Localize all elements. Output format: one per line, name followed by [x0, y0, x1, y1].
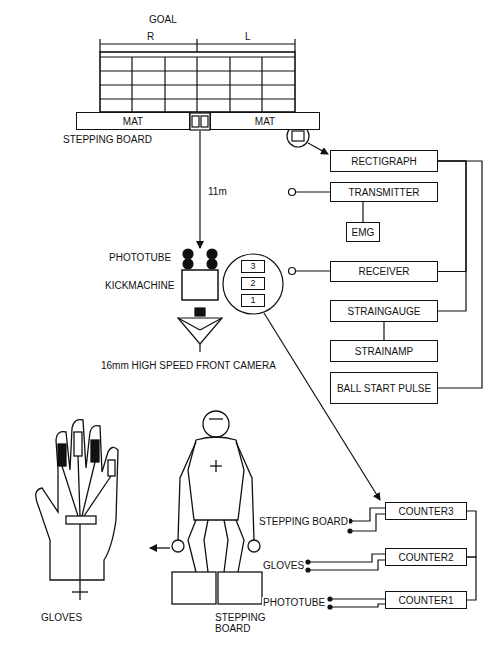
box-text: STRAINAMP	[355, 346, 413, 357]
part-label: STEPPING BOARD	[62, 134, 153, 145]
antenna-terminal	[289, 189, 331, 275]
stepping-board	[190, 113, 210, 130]
straingauge-box: STRAINGAUGE	[330, 300, 438, 322]
box-text: EMG	[352, 227, 375, 238]
goalkeeper-figure	[150, 411, 262, 604]
goal-frame	[100, 52, 295, 112]
box-text: RECTIGRAPH	[351, 156, 417, 167]
counter-digit: 2	[241, 277, 265, 290]
signal-wire	[467, 511, 476, 557]
amplifier-box: STRAINAMP	[330, 340, 438, 362]
kick-machine	[182, 270, 218, 300]
box-text: 2	[250, 279, 255, 289]
mat-box: MAT	[210, 112, 320, 130]
counter-digit: 3	[241, 260, 265, 273]
box-text: STRAINGAUGE	[348, 306, 421, 317]
signal-wire	[467, 557, 476, 600]
box-text: COUNTER2	[398, 552, 453, 563]
part-label: 16mm HIGH SPEED FRONT CAMERA	[100, 360, 277, 371]
box-text: COUNTER1	[398, 595, 453, 606]
counter-box: COUNTER2	[385, 548, 467, 566]
part-label: STEPPING BOARD	[214, 612, 272, 634]
emg-box: EMG	[346, 222, 380, 242]
distance-line	[199, 131, 200, 248]
box-text: COUNTER3	[398, 506, 453, 517]
glove-drawing	[36, 420, 118, 600]
box-text: MAT	[255, 116, 275, 127]
signal-wire	[438, 161, 466, 311]
receiver-box: RECEIVER	[330, 261, 438, 282]
signal-wire	[362, 202, 363, 222]
signal-label: PHOTOTUBE	[262, 597, 326, 608]
counter-box: COUNTER3	[385, 502, 467, 520]
transmitter-box: TRANSMITTER	[330, 182, 438, 202]
recorder-box: RECTIGRAPH	[330, 150, 438, 172]
display-circle	[223, 254, 283, 314]
box-text: RECEIVER	[358, 266, 409, 277]
pulse-box: BALL START PULSE	[330, 372, 438, 404]
box-text: BALL START PULSE	[337, 383, 431, 394]
box-text: TRANSMITTER	[348, 187, 419, 198]
dimension-line	[100, 39, 295, 52]
part-label: KICKMACHINE	[104, 280, 175, 291]
signal-wire	[383, 322, 384, 340]
dimension-label: L	[244, 31, 252, 42]
mat-box: MAT	[76, 112, 190, 130]
box-text: MAT	[123, 116, 143, 127]
part-label: PHOTOTUBE	[108, 252, 172, 263]
title-label: GOAL	[148, 14, 178, 25]
counter-digit: 1	[241, 294, 265, 307]
box-text: 1	[250, 296, 255, 306]
counter-box: COUNTER1	[385, 591, 467, 609]
dimension-label: R	[146, 31, 155, 42]
signal-label: GLOVES	[262, 560, 305, 571]
signal-label: STEPPING BOARD	[258, 516, 349, 527]
signal-wire	[438, 161, 482, 388]
signal-wire	[438, 161, 466, 272]
part-label: GLOVES	[40, 612, 83, 623]
box-text: 3	[250, 262, 255, 272]
phototube-symbol	[183, 249, 217, 269]
dimension-label: 11m	[207, 186, 228, 197]
camera-symbol	[178, 308, 222, 352]
